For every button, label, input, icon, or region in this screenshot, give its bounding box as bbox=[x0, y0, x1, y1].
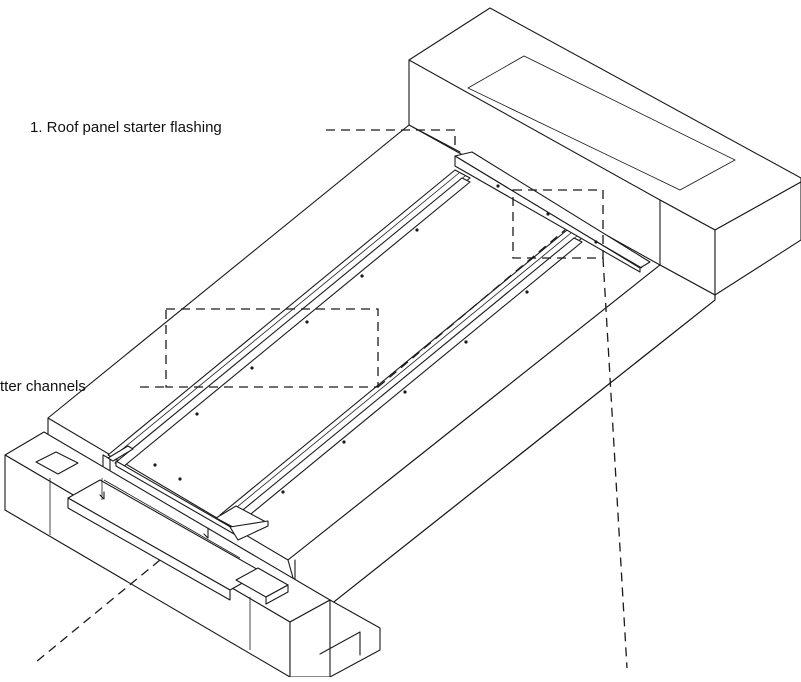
upper-wall-block bbox=[408, 7, 801, 296]
callout-leaders bbox=[35, 129, 628, 669]
eave-gutter bbox=[4, 431, 381, 678]
label-roof-panel-starter-flashing: 1. Roof panel starter flashing bbox=[30, 119, 222, 136]
label-gutter-channels: tter channels bbox=[0, 378, 86, 395]
